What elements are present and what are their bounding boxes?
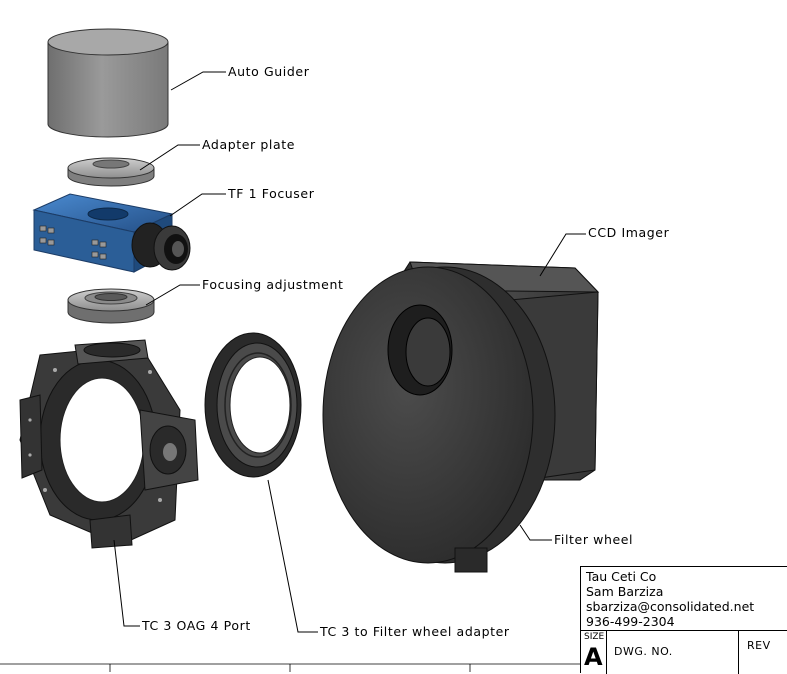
callout-tc3-oag: TC 3 OAG 4 Port	[142, 618, 251, 633]
title-company: Tau Ceti Co	[586, 569, 657, 584]
title-phone: 936-499-2304	[586, 614, 675, 629]
callout-ccd-imager: CCD Imager	[588, 225, 670, 240]
auto-guider-part	[47, 28, 169, 138]
leader-lines	[113, 71, 586, 633]
callout-tf1-focuser: TF 1 Focuser	[228, 186, 315, 201]
callout-adapter-plate: Adapter plate	[202, 137, 296, 152]
size-value: A	[584, 643, 603, 671]
title-author-name: Sam Barziza	[586, 584, 664, 599]
rev-label: REV	[747, 639, 771, 652]
callout-tc3-adapter: TC 3 to Filter wheel adapter	[320, 624, 510, 639]
adapter-plate-part	[67, 157, 155, 187]
title-email: sbarziza@consolidated.net	[586, 599, 755, 614]
tc3-oag-part	[19, 339, 199, 549]
focusing-adjustment-part	[67, 288, 155, 324]
rev-cell: REV	[739, 631, 787, 674]
size-label: SIZE	[584, 632, 605, 642]
dwg-no-cell: DWG. NO.	[607, 631, 739, 674]
title-block-bottom-row: SIZE A DWG. NO. REV	[581, 630, 787, 674]
callout-focusing-adjustment: Focusing adjustment	[202, 277, 344, 292]
filter-wheel-part	[322, 266, 556, 573]
title-block: Tau Ceti Co Sam Barziza sbarziza@consoli…	[580, 566, 787, 674]
tc3-adapter-ring-part	[204, 332, 302, 478]
size-cell: SIZE A	[581, 631, 607, 674]
callout-auto-guider: Auto Guider	[228, 64, 310, 79]
callout-filter-wheel: Filter wheel	[554, 532, 634, 547]
dwg-no-label: DWG. NO.	[614, 645, 673, 658]
tf1-focuser-part	[32, 193, 191, 273]
